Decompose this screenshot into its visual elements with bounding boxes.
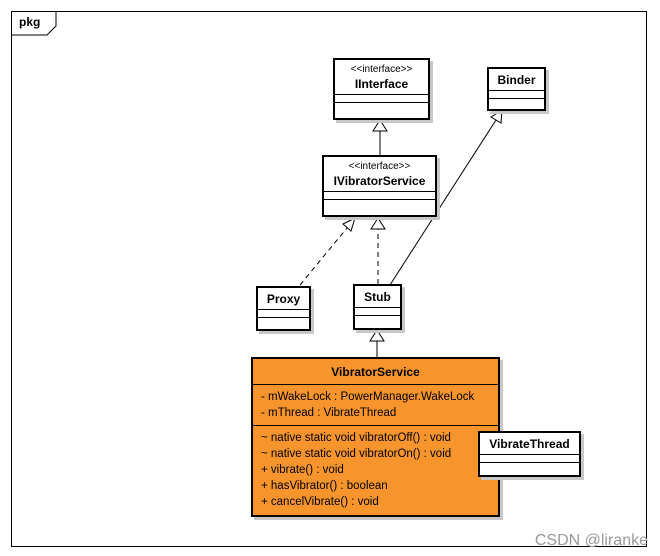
class-name: Proxy (266, 292, 301, 306)
attributes-section (480, 454, 579, 462)
attributes-section (258, 309, 309, 317)
class-vibratorservice[interactable]: VibratorService - mWakeLock : PowerManag… (251, 357, 500, 517)
class-name: Stub (364, 290, 391, 304)
realization-arrowhead-proxy (342, 217, 356, 232)
class-stub-header: Stub (355, 286, 400, 307)
operations-section (324, 199, 435, 207)
operation-row: + cancelVibrate() : void (261, 496, 379, 508)
operation-row: + vibrate() : void (261, 464, 344, 476)
attributes-section (355, 307, 400, 315)
attributes-section: - mWakeLock : PowerManager.WakeLock - mT… (253, 384, 498, 425)
attribute-row: - mThread : VibrateThread (261, 407, 397, 419)
class-name: VibrateThread (489, 437, 570, 451)
generalization-arrowhead-binder (490, 109, 503, 124)
class-name: VibratorService (331, 365, 420, 379)
class-vibratethread[interactable]: VibrateThread (478, 431, 581, 477)
attributes-section (335, 94, 428, 102)
operation-row: ~ native static void vibratorOn() : void (261, 448, 452, 460)
watermark: CSDN @liranke (534, 532, 648, 549)
attributes-section (324, 191, 435, 199)
operations-section (480, 462, 579, 470)
class-iinterface[interactable]: <<interface>> IInterface (333, 58, 430, 120)
operations-section: ~ native static void vibratorOff() : voi… (253, 425, 498, 514)
class-binder[interactable]: Binder (487, 67, 546, 111)
stereotype-label: <<interface>> (350, 64, 413, 75)
operation-row: ~ native static void vibratorOff() : voi… (261, 432, 451, 444)
class-name: IVibratorService (333, 174, 426, 188)
realization-proxy-ivibrator (299, 227, 348, 286)
class-proxy[interactable]: Proxy (256, 286, 311, 331)
class-binder-header: Binder (489, 69, 544, 90)
stereotype-label: <<interface>> (348, 161, 411, 172)
attributes-section (489, 90, 544, 98)
generalization-arrowhead-stub (369, 329, 385, 342)
class-stub[interactable]: Stub (353, 284, 402, 330)
operations-section (258, 317, 309, 325)
operations-section (355, 315, 400, 323)
operations-section (335, 102, 428, 110)
class-iinterface-header: <<interface>> IInterface (335, 60, 428, 94)
package-tab-outline (11, 11, 57, 36)
attribute-row: - mWakeLock : PowerManager.WakeLock (261, 391, 475, 403)
class-name: IInterface (354, 77, 409, 91)
realization-arrowhead-stub (370, 217, 386, 230)
operations-section (489, 98, 544, 106)
generalization-arrowhead-iinterface (372, 119, 388, 132)
class-name: Binder (497, 73, 536, 87)
class-ivibratorservice[interactable]: <<interface>> IVibratorService (322, 155, 437, 217)
operation-row: + hasVibrator() : boolean (261, 480, 388, 492)
class-vibratethread-header: VibrateThread (480, 433, 579, 454)
generalization-stub-binder (389, 119, 497, 286)
class-proxy-header: Proxy (258, 288, 309, 309)
class-ivibratorservice-header: <<interface>> IVibratorService (324, 157, 435, 191)
package-label: pkg (19, 15, 41, 29)
class-vibratorservice-header: VibratorService (253, 359, 498, 384)
